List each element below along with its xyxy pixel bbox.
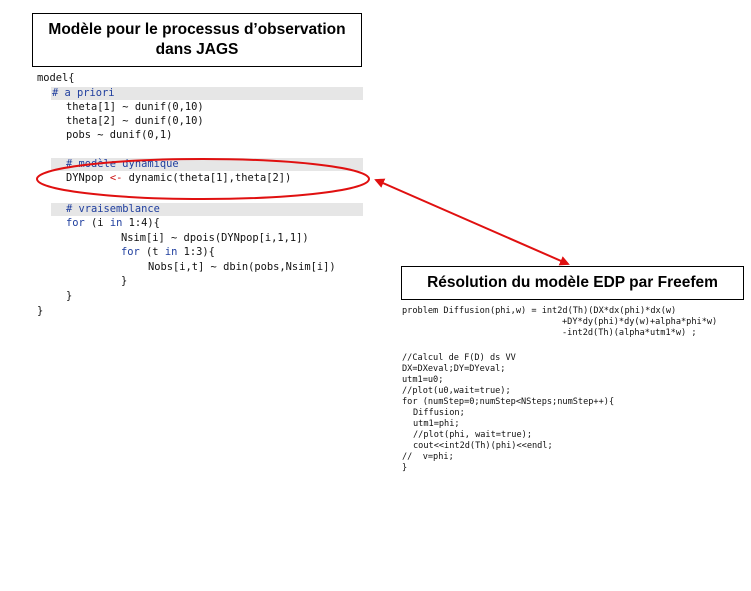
jags-code-block: model{ # a priori theta[1] ~ dunif(0,10)…	[37, 71, 377, 321]
code-line: }	[121, 275, 128, 287]
code-comment: //plot(phi, wait=true);	[413, 430, 532, 440]
keyword: in	[109, 217, 123, 229]
highlight-ellipse	[36, 158, 370, 200]
code-line-dynpop: DYNpop <- dynamic(theta[1],theta[2])	[66, 171, 291, 185]
freefem-title-box: Résolution du modèle EDP par Freefem	[401, 266, 744, 300]
code-line: }	[402, 463, 408, 473]
code-comment: # a priori	[52, 87, 115, 99]
link-arrow	[374, 178, 570, 266]
code-token: DYNpop	[66, 172, 104, 184]
freefem-title: Résolution du modèle EDP par Freefem	[427, 274, 718, 291]
code-line: Nobs[i,t] ~ dbin(pobs,Nsim[i])	[148, 261, 336, 273]
code-line: problem Diffusion(phi,w) = int2d(Th)(DX*…	[402, 306, 677, 316]
keyword: for	[66, 217, 85, 229]
code-comment: // v=phi;	[402, 452, 454, 462]
code-line: for (t in 1:3){	[121, 245, 215, 259]
freefem-code-block: problem Diffusion(phi,w) = int2d(Th)(DX*…	[402, 306, 747, 491]
code-line: utm1=phi;	[413, 419, 460, 429]
keyword: in	[164, 246, 178, 258]
code-line: DX=DXeval;DY=DYeval;	[402, 364, 506, 374]
code-line: for (numStep=0;numStep<NSteps;numStep++)…	[402, 397, 615, 407]
code-line: Nsim[i] ~ dpois(DYNpop[i,1,1])	[121, 232, 309, 244]
code-token: 1:3){	[177, 246, 215, 258]
code-line: model{	[37, 72, 75, 84]
code-line: for (i in 1:4){	[66, 216, 160, 230]
code-line: }	[66, 290, 73, 302]
code-line: theta[1] ~ dunif(0,10)	[66, 101, 204, 113]
code-comment: //Calcul de F(D) ds VV	[402, 353, 516, 363]
code-line: }	[37, 305, 44, 317]
code-token: dynamic(theta[1],theta[2])	[128, 172, 292, 184]
code-line: utm1=u0;	[402, 375, 444, 385]
code-line: +DY*dy(phi)*dy(w)+alpha*phi*w)	[562, 317, 718, 327]
code-line: -int2d(Th)(alpha*utm1*w) ;	[562, 328, 697, 338]
jags-title-line1: Modèle pour le processus d’observation	[48, 21, 346, 38]
code-token: (i	[84, 217, 110, 229]
jags-title-box: Modèle pour le processus d’observation d…	[32, 13, 362, 67]
assign-operator: <-	[109, 172, 123, 184]
code-token: (t	[139, 246, 165, 258]
comment-highlight	[51, 87, 363, 100]
annotation-overlay	[36, 158, 570, 266]
jags-title-line2: dans JAGS	[155, 41, 239, 58]
code-comment: //plot(u0,wait=true);	[402, 386, 511, 396]
keyword: for	[121, 246, 140, 258]
code-line: Diffusion;	[413, 408, 465, 418]
code-token: 1:4){	[122, 217, 160, 229]
code-line: cout<<int2d(Th)(phi)<<endl;	[413, 441, 553, 451]
code-line: pobs ~ dunif(0,1)	[66, 129, 173, 141]
comment-highlight	[51, 203, 363, 216]
code-line: theta[2] ~ dunif(0,10)	[66, 115, 204, 127]
code-comment: # vraisemblance	[66, 203, 160, 215]
